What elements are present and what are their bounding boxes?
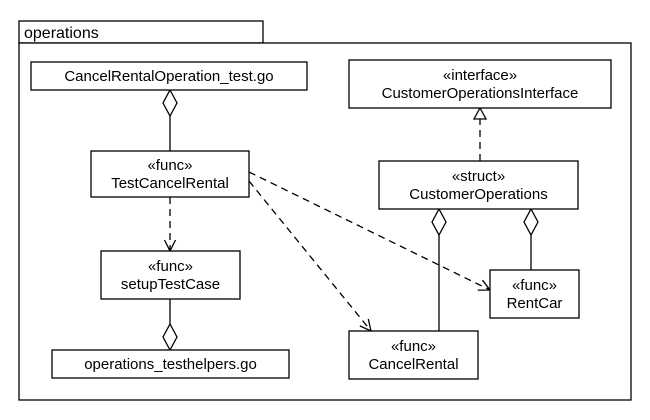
node-stereotype: «interface» — [443, 67, 517, 84]
node-box — [51, 349, 290, 379]
composition-customer-ops-struct-to-cancel-rental — [431, 207, 447, 331]
node-test-cancel-rental: «func»TestCancelRental — [90, 150, 250, 198]
node-box — [489, 269, 580, 319]
node-name: CustomerOperations — [409, 186, 547, 203]
node-name: CustomerOperationsInterface — [382, 85, 579, 102]
node-name: TestCancelRental — [111, 175, 229, 192]
node-rent-car: «func»RentCar — [489, 269, 580, 319]
package-name: operations — [24, 25, 99, 42]
node-name: CancelRental — [368, 356, 458, 373]
node-name: RentCar — [507, 295, 563, 312]
node-stereotype: «func» — [512, 277, 557, 294]
composition-customer-ops-struct-to-rent-car — [523, 207, 539, 270]
realization-triangle — [472, 106, 488, 120]
node-name: CancelRentalOperation_test.go — [64, 68, 273, 85]
composition-diamond — [431, 207, 447, 237]
node-setup-test-case: «func»setupTestCase — [100, 250, 241, 300]
realization-customer-ops-struct-to-interface — [472, 106, 488, 161]
node-box — [348, 330, 479, 380]
node-cancel-rental: «func»CancelRental — [348, 330, 479, 380]
node-stereotype: «func» — [391, 338, 436, 355]
composition-testhelpers-file-to-setup-test-case — [162, 299, 178, 352]
composition-diamond — [162, 88, 178, 118]
node-name: setupTestCase — [121, 276, 220, 293]
composition-diamond — [162, 322, 178, 352]
composition-diamond — [523, 207, 539, 237]
node-customer-ops-struct: «struct»CustomerOperations — [378, 160, 579, 210]
node-stereotype: «struct» — [452, 168, 505, 185]
node-box — [378, 160, 579, 210]
relations-layer — [162, 88, 539, 352]
node-stereotype: «func» — [148, 258, 193, 275]
relation-line — [248, 171, 491, 291]
node-stereotype: «func» — [147, 157, 192, 174]
node-box — [90, 150, 250, 198]
node-box — [30, 61, 308, 91]
relation-line — [248, 180, 372, 332]
node-customer-ops-interface: «interface»CustomerOperationsInterface — [348, 59, 612, 109]
node-box — [348, 59, 612, 109]
node-name: operations_testhelpers.go — [84, 356, 257, 373]
composition-cancel-test-file-to-test-cancel-rental — [162, 88, 178, 151]
node-cancel-test-file: CancelRentalOperation_test.go — [30, 61, 308, 91]
node-box — [100, 250, 241, 300]
nodes-layer: CancelRentalOperation_test.go«func»TestC… — [30, 59, 612, 380]
node-testhelpers-file: operations_testhelpers.go — [51, 349, 290, 379]
